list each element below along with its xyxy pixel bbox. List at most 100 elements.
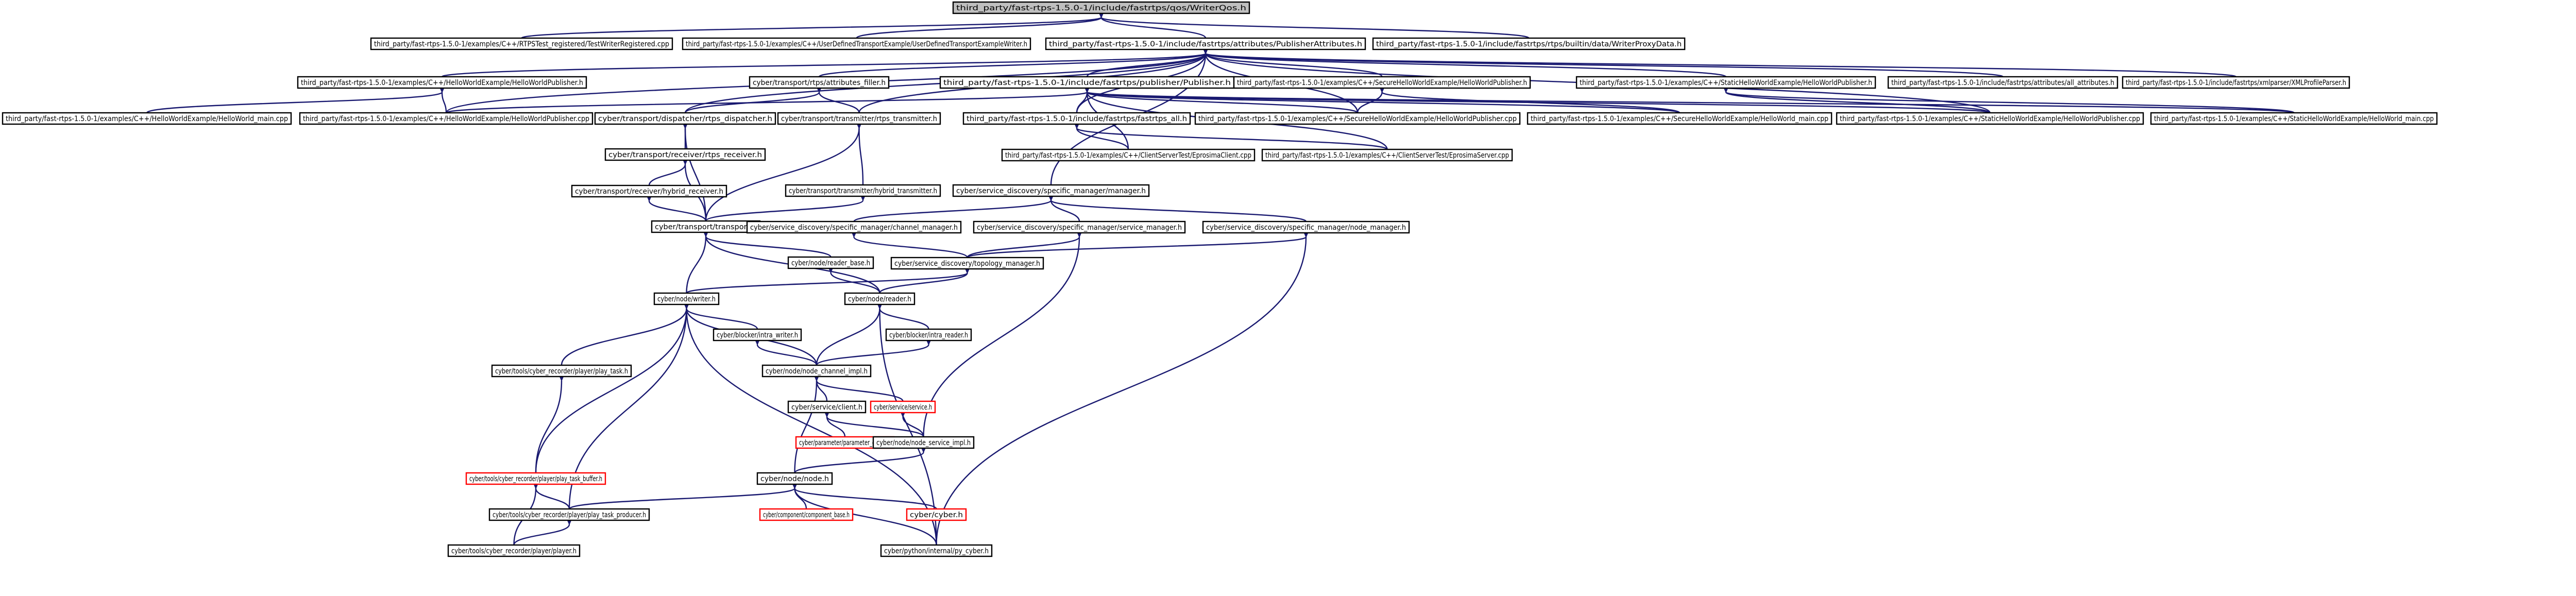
file-node-n49[interactable]: cyber/python/internal/py_cyber.h [880,544,993,557]
file-node-n11[interactable]: third_party/fast-rtps-1.5.0-1/include/fa… [2122,76,2350,89]
edge-n32-includes-n30 [967,231,1309,259]
edge-n4-includes-n0 [1098,12,1530,39]
edge-n6-includes-n3 [818,48,1209,78]
file-node-n24[interactable]: cyber/transport/receiver/hybrid_receiver… [571,184,727,198]
edge-n41-includes-n39 [824,411,846,437]
edge-n49-includes-n33 [684,303,937,546]
file-node-n22[interactable]: third_party/fast-rtps-1.5.0-1/examples/C… [1001,148,1256,162]
file-node-label: cyber/blocker/intra_writer.h [717,331,798,339]
file-node-n21[interactable]: cyber/transport/receiver/rtps_receiver.h [604,148,766,161]
file-node-n29[interactable]: cyber/service_discovery/specific_manager… [973,220,1186,234]
file-node-box [1372,37,1686,50]
file-node-n12[interactable]: third_party/fast-rtps-1.5.0-1/examples/C… [2,112,292,125]
file-node-label: cyber/tools/cyber_recorder/player/play_t… [493,511,646,519]
file-node-n40[interactable]: cyber/service/service.h [870,400,936,414]
file-node-box [465,472,606,485]
file-node-n38[interactable]: cyber/node/node_channel_impl.h [761,364,872,378]
file-node-n0[interactable]: third_party/fast-rtps-1.5.0-1/include/fa… [952,1,1250,14]
file-node-n25[interactable]: cyber/transport/transmitter/hybrid_trans… [785,184,941,197]
file-node-n9[interactable]: third_party/fast-rtps-1.5.0-1/examples/C… [1575,76,1876,89]
file-node-box [872,436,975,449]
file-node-n10[interactable]: third_party/fast-rtps-1.5.0-1/include/fa… [1887,76,2119,89]
edge-n5-includes-n3 [441,48,1209,78]
file-node-box [880,544,993,557]
file-node-n32[interactable]: cyber/service_discovery/topology_manager… [890,257,1044,270]
file-node-label: third_party/fast-rtps-1.5.0-1/include/fa… [1891,79,2114,87]
file-node-n5[interactable]: third_party/fast-rtps-1.5.0-1/examples/C… [297,76,587,89]
edge-n19-includes-n9 [1723,87,1991,114]
file-node-n44[interactable]: cyber/node/node.h [756,472,833,485]
file-node-box [952,184,1150,197]
file-node-box [594,112,776,125]
file-node-n43[interactable]: cyber/tools/cyber_recorder/player/play_t… [465,472,606,485]
file-node-box [746,220,962,234]
edge-n23-includes-n16 [1074,123,1388,150]
file-node-n48[interactable]: cyber/tools/cyber_recorder/player/player… [447,544,581,557]
file-node-label: cyber/parameter/parameter_client.h [799,439,891,447]
file-node-box [952,1,1250,14]
edge-n20-includes-n7 [1083,87,2295,114]
file-node-n14[interactable]: cyber/transport/dispatcher/rtps_dispatch… [594,112,776,125]
file-node-label: cyber/transport/transmitter/rtps_transmi… [781,115,937,123]
edge-n27-includes-n24 [646,195,707,222]
dependency-edges [146,12,2295,546]
edge-n17-includes-n8 [1357,87,1385,113]
file-node-label: third_party/fast-rtps-1.5.0-1/include/fa… [967,115,1187,123]
file-node-n47[interactable]: cyber/cyber.h [906,508,967,521]
file-node-n13[interactable]: third_party/fast-rtps-1.5.0-1/examples/C… [299,112,594,125]
file-node-label: cyber/transport/rtps/attributes_filler.h [753,79,886,87]
file-node-box [787,400,867,414]
file-node-box [1194,112,1521,125]
file-node-n16[interactable]: third_party/fast-rtps-1.5.0-1/include/fa… [962,112,1191,125]
file-node-n39[interactable]: cyber/service/client.h [787,400,867,414]
file-node-box [962,112,1191,125]
file-node-label: cyber/tools/cyber_recorder/player/play_t… [495,367,628,376]
file-node-box [844,292,916,305]
file-node-n30[interactable]: cyber/service_discovery/specific_manager… [1202,220,1410,234]
file-node-n35[interactable]: cyber/blocker/intra_writer.h [713,328,802,342]
file-node-n17[interactable]: third_party/fast-rtps-1.5.0-1/examples/C… [1194,112,1521,125]
file-node-box [370,37,673,50]
file-node-n34[interactable]: cyber/node/reader.h [844,292,916,305]
file-node-n37[interactable]: cyber/tools/cyber_recorder/player/play_t… [491,364,632,378]
file-node-label: cyber/tools/cyber_recorder/player/play_t… [469,475,602,483]
file-node-n45[interactable]: cyber/tools/cyber_recorder/player/play_t… [488,508,650,521]
file-node-n1[interactable]: third_party/fast-rtps-1.5.0-1/examples/C… [370,37,673,50]
file-node-n20[interactable]: third_party/fast-rtps-1.5.0-1/examples/C… [2150,112,2438,125]
file-node-label: third_party/fast-rtps-1.5.0-1/examples/C… [1198,115,1517,123]
file-node-n15[interactable]: cyber/transport/transmitter/rtps_transmi… [777,112,941,125]
file-node-n27[interactable]: cyber/transport/transport.h [651,220,761,233]
file-node-n4[interactable]: third_party/fast-rtps-1.5.0-1/include/fa… [1372,37,1686,50]
file-node-n46[interactable]: cyber/component/component_base.h [759,508,854,521]
file-node-n7[interactable]: third_party/fast-rtps-1.5.0-1/include/fa… [939,76,1235,89]
file-node-label: cyber/node/node.h [760,475,829,483]
file-node-n31[interactable]: cyber/node/reader_base.h [787,256,874,269]
file-node-n26[interactable]: cyber/service_discovery/specific_manager… [952,184,1150,197]
file-node-n28[interactable]: cyber/service_discovery/specific_manager… [746,220,962,234]
file-node-n36[interactable]: cyber/blocker/intra_reader.h [885,328,972,342]
edge-n12-includes-n5 [146,87,445,114]
file-node-n3[interactable]: third_party/fast-rtps-1.5.0-1/include/fa… [1045,37,1366,50]
edge-n10-includes-n3 [1202,48,2004,78]
file-node-box [1836,112,2144,125]
file-node-n19[interactable]: third_party/fast-rtps-1.5.0-1/examples/C… [1836,112,2144,125]
edge-n27-includes-n25 [705,195,866,222]
file-node-n42[interactable]: cyber/node/node_service_impl.h [872,436,975,449]
file-node-n2[interactable]: third_party/fast-rtps-1.5.0-1/examples/C… [682,37,1031,50]
edge-n39-includes-n38 [814,375,828,402]
file-node-n23[interactable]: third_party/fast-rtps-1.5.0-1/examples/C… [1261,148,1513,162]
file-node-label: third_party/fast-rtps-1.5.0-1/examples/C… [686,40,1027,48]
edge-n18-includes-n8 [1379,87,1681,114]
file-node-n33[interactable]: cyber/node/writer.h [653,292,720,305]
file-node-box [713,328,802,342]
file-node-box [973,220,1186,234]
edge-n3-includes-n0 [1098,12,1207,39]
file-node-n18[interactable]: third_party/fast-rtps-1.5.0-1/examples/C… [1527,112,1833,125]
file-node-label: third_party/fast-rtps-1.5.0-1/include/fa… [2126,79,2346,87]
file-node-label: cyber/service_discovery/specific_manager… [750,224,958,232]
file-node-box [785,184,941,197]
file-node-box [299,112,594,125]
edge-n38-includes-n36 [816,339,931,366]
file-node-n6[interactable]: cyber/transport/rtps/attributes_filler.h [749,76,890,89]
file-node-n8[interactable]: third_party/fast-rtps-1.5.0-1/examples/C… [1233,76,1531,89]
